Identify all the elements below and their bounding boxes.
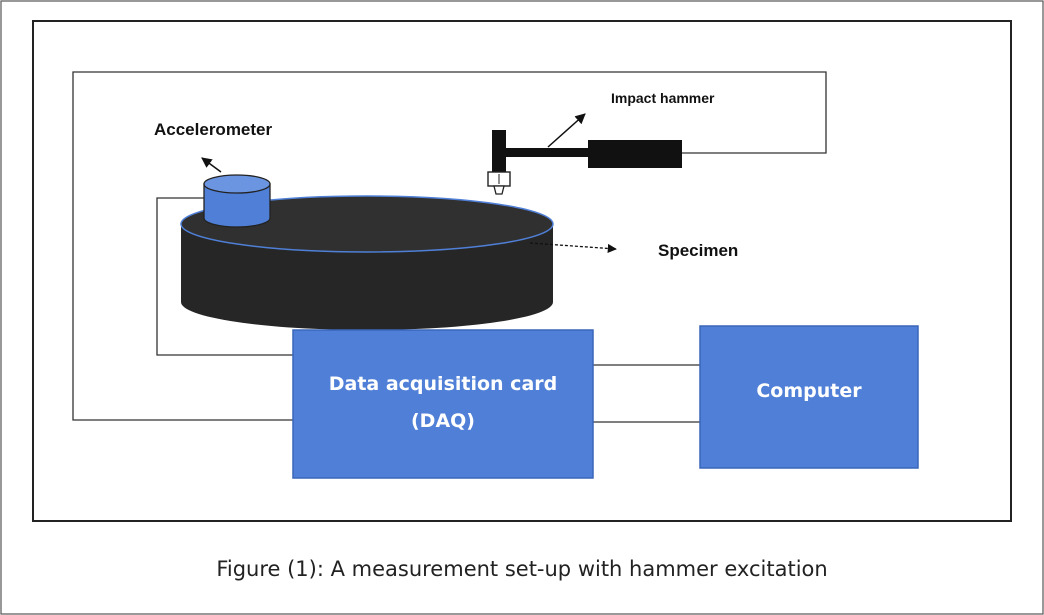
specimen-label: Specimen	[658, 241, 738, 260]
wires	[72, 71, 827, 423]
accelerometer-sensor	[203, 174, 271, 228]
hammer-handle	[588, 140, 682, 168]
hammer-cable	[72, 71, 827, 421]
daq-label-line1: Data acquisition card	[329, 373, 558, 395]
accelerometer-cable	[156, 197, 293, 356]
figure-caption: Figure (1): A measurement set-up with ha…	[216, 557, 827, 581]
impact-hammer-label: Impact hammer	[611, 90, 715, 106]
computer-box	[699, 325, 919, 469]
hammer-head	[492, 130, 506, 174]
hammer-arrow	[547, 113, 586, 148]
specimen-arrow	[529, 242, 617, 253]
computer-label: Computer	[756, 380, 862, 402]
accelerometer-arrow	[201, 157, 222, 173]
specimen-disc	[180, 195, 554, 330]
daq-box	[292, 329, 594, 479]
accelerometer-label: Accelerometer	[154, 120, 273, 139]
daq-label-line2: (DAQ)	[411, 410, 475, 432]
impact-hammer	[487, 130, 682, 195]
hammer-shaft	[500, 148, 590, 157]
hammer-tip-nose	[493, 185, 505, 195]
